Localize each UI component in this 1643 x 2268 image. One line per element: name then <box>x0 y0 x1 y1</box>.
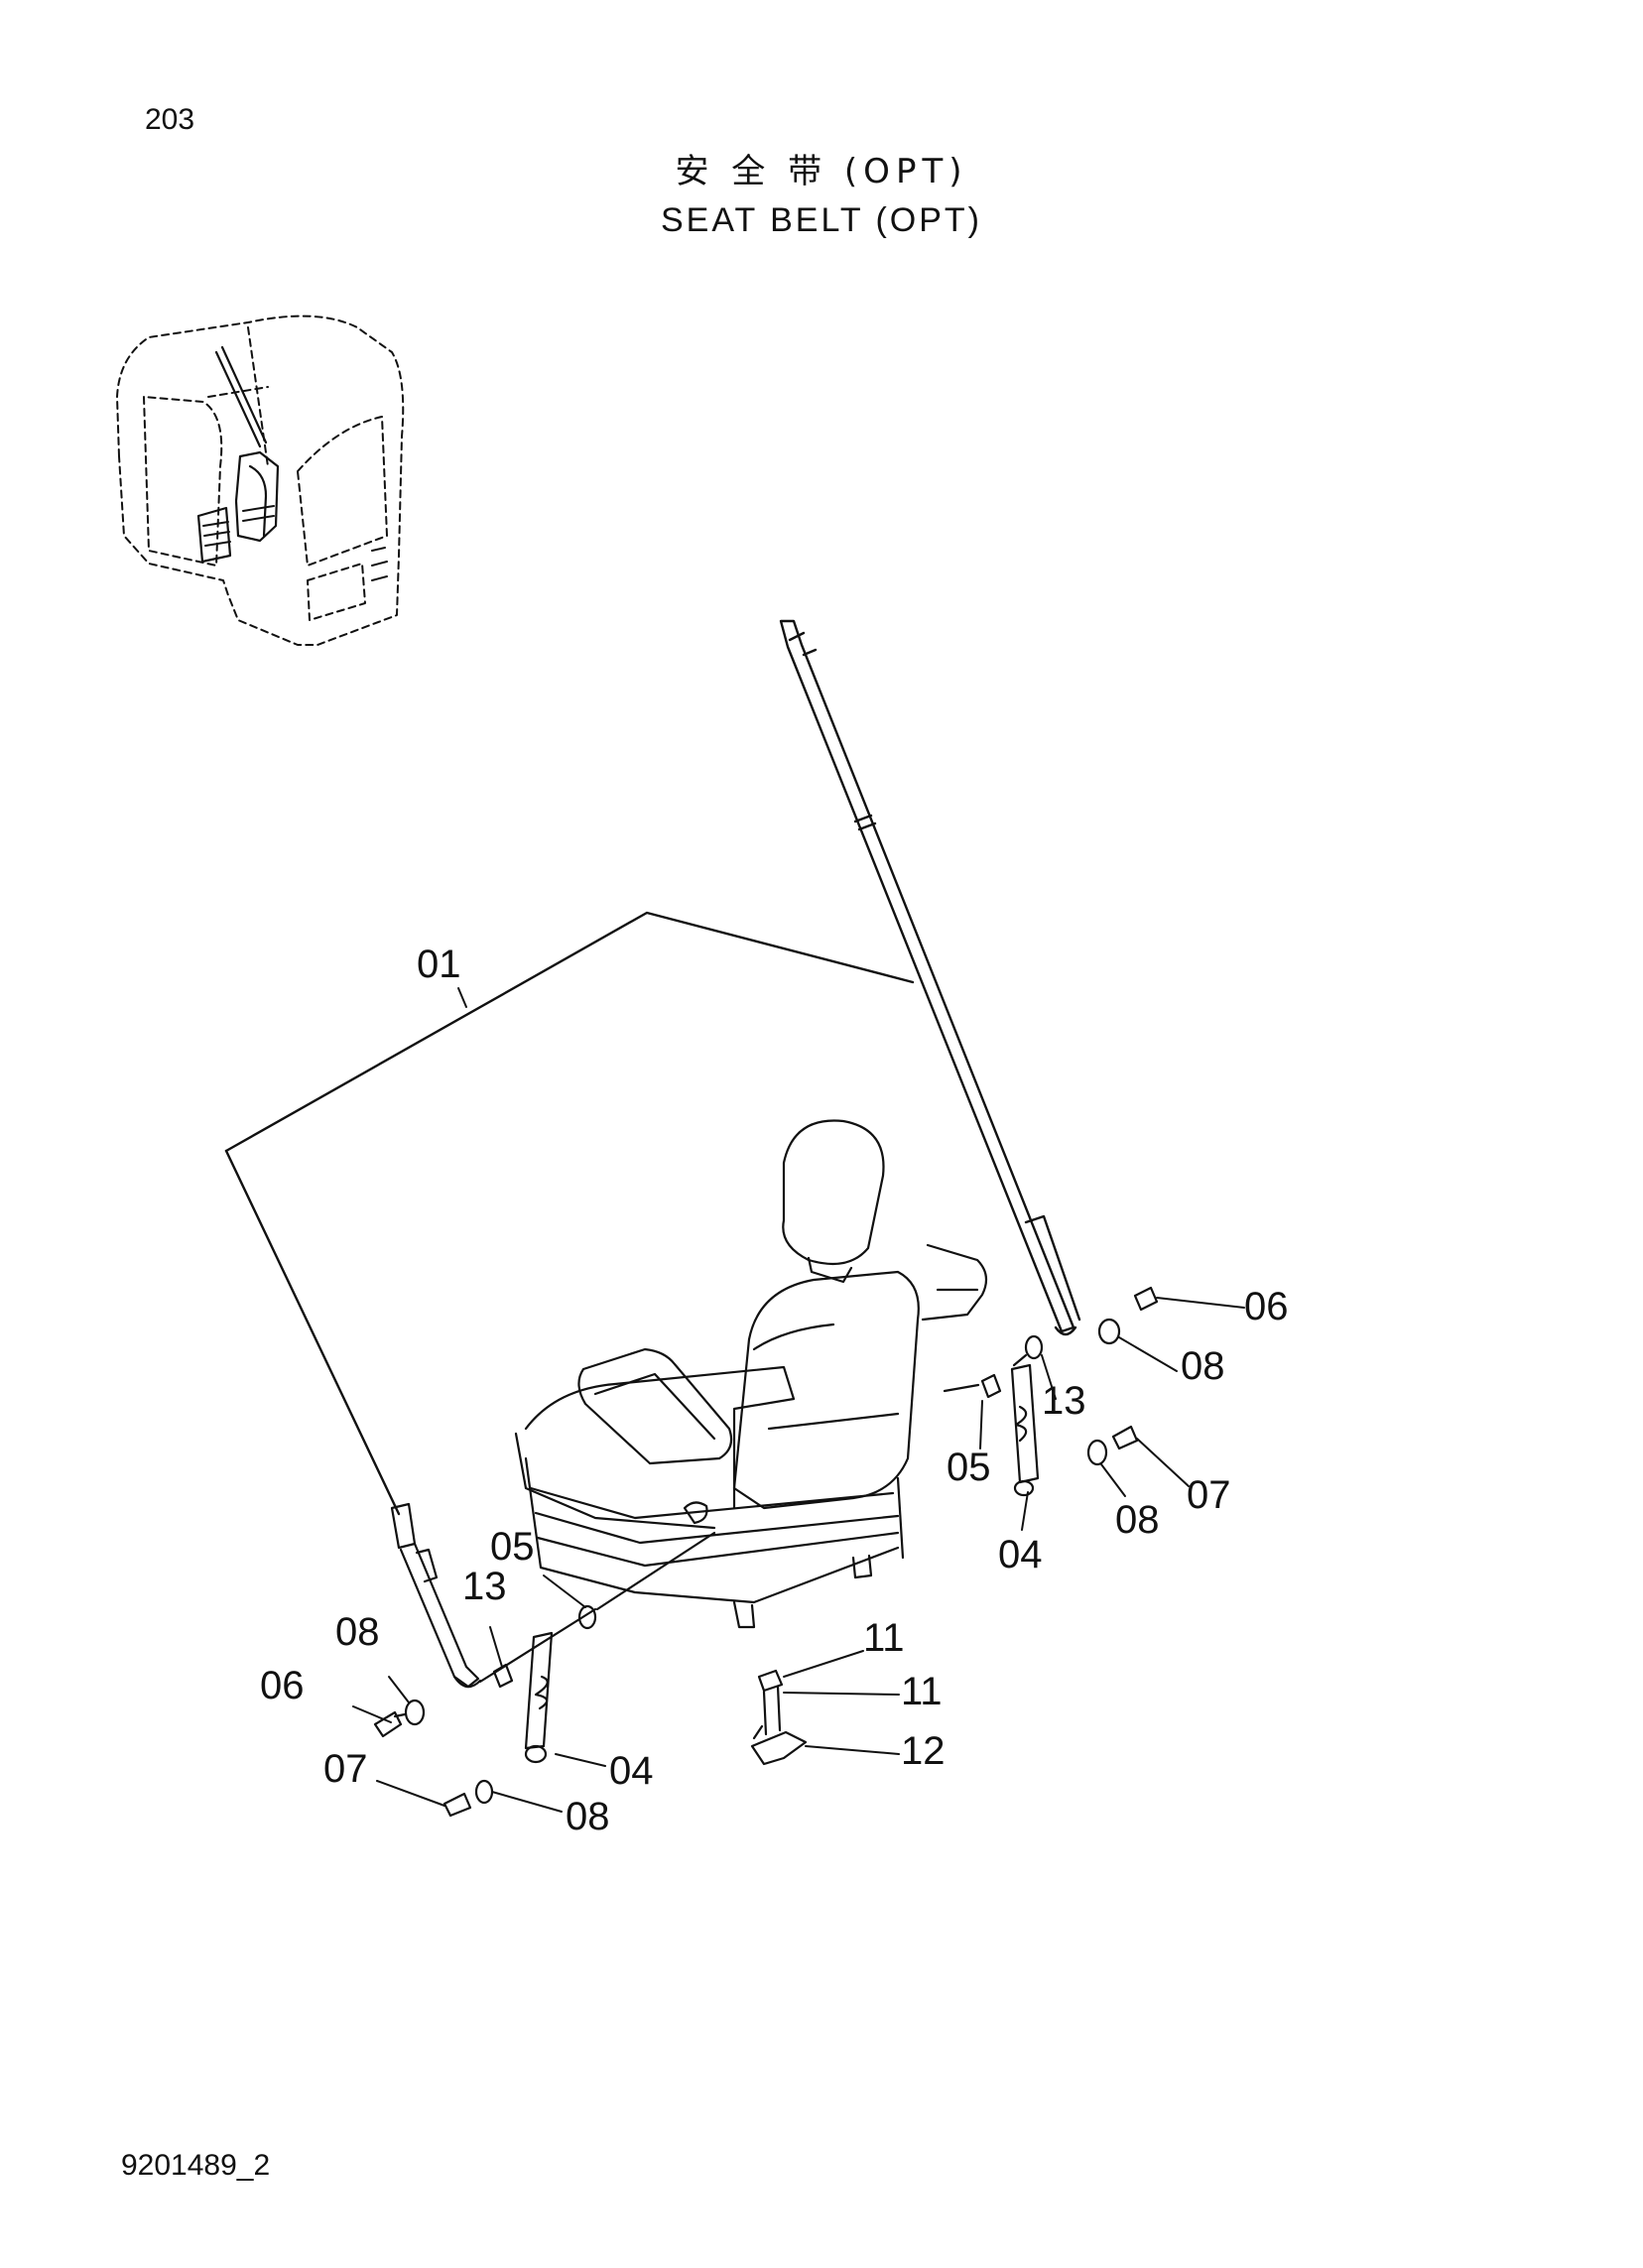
callout-07-left: 07 <box>323 1747 368 1791</box>
cab-thumbnail <box>116 315 405 646</box>
center-bracket-11-12 <box>750 1669 808 1766</box>
callout-labels: 01 06 08 13 05 07 08 04 05 13 08 06 07 0… <box>260 943 1289 1838</box>
document-id: 9201489_2 <box>121 2149 271 2182</box>
callout-12: 12 <box>901 1729 946 1773</box>
callout-13-left: 13 <box>462 1565 507 1608</box>
callout-05-right: 05 <box>947 1446 991 1489</box>
callout-01: 01 <box>417 943 461 986</box>
callout-04-left: 04 <box>609 1749 654 1793</box>
right-hardware <box>980 1286 1159 1466</box>
lap-belt-left <box>390 1502 482 1689</box>
callout-06-left: 06 <box>260 1664 305 1707</box>
callout-08-left-lower: 08 <box>566 1795 610 1838</box>
callout-07-right: 07 <box>1187 1473 1231 1517</box>
callout-04-right: 04 <box>998 1533 1043 1576</box>
buckle-right-04 <box>943 1363 1040 1497</box>
title-block: 安 全 带 (OPT) SEAT BELT (OPT) <box>0 149 1643 246</box>
title-chinese: 安 全 带 (OPT) <box>675 152 968 191</box>
cab-seat-miniature-hatch <box>202 505 275 547</box>
cab-seat-miniature <box>196 345 280 564</box>
leader-lines <box>352 987 1245 1813</box>
assembly-bracket-01 <box>224 911 915 1516</box>
buckle-left-04 <box>524 1631 554 1764</box>
callout-05-left: 05 <box>490 1525 535 1569</box>
left-hardware <box>373 1531 716 1738</box>
page-number: 203 <box>145 103 195 136</box>
callout-13-right: 13 <box>1042 1379 1086 1423</box>
shoulder-belt-upper <box>779 619 1081 1336</box>
operator-seat <box>514 1119 988 1629</box>
callout-11-lower: 11 <box>901 1670 943 1713</box>
callout-08-left-upper: 08 <box>335 1610 380 1654</box>
bolt-07-left <box>442 1779 494 1818</box>
callout-11-upper: 11 <box>863 1616 905 1660</box>
title-english: SEAT BELT (OPT) <box>661 201 982 239</box>
callout-06-right: 06 <box>1244 1285 1289 1328</box>
callout-08-right-upper: 08 <box>1181 1344 1225 1388</box>
callout-08-right-lower: 08 <box>1115 1498 1160 1542</box>
